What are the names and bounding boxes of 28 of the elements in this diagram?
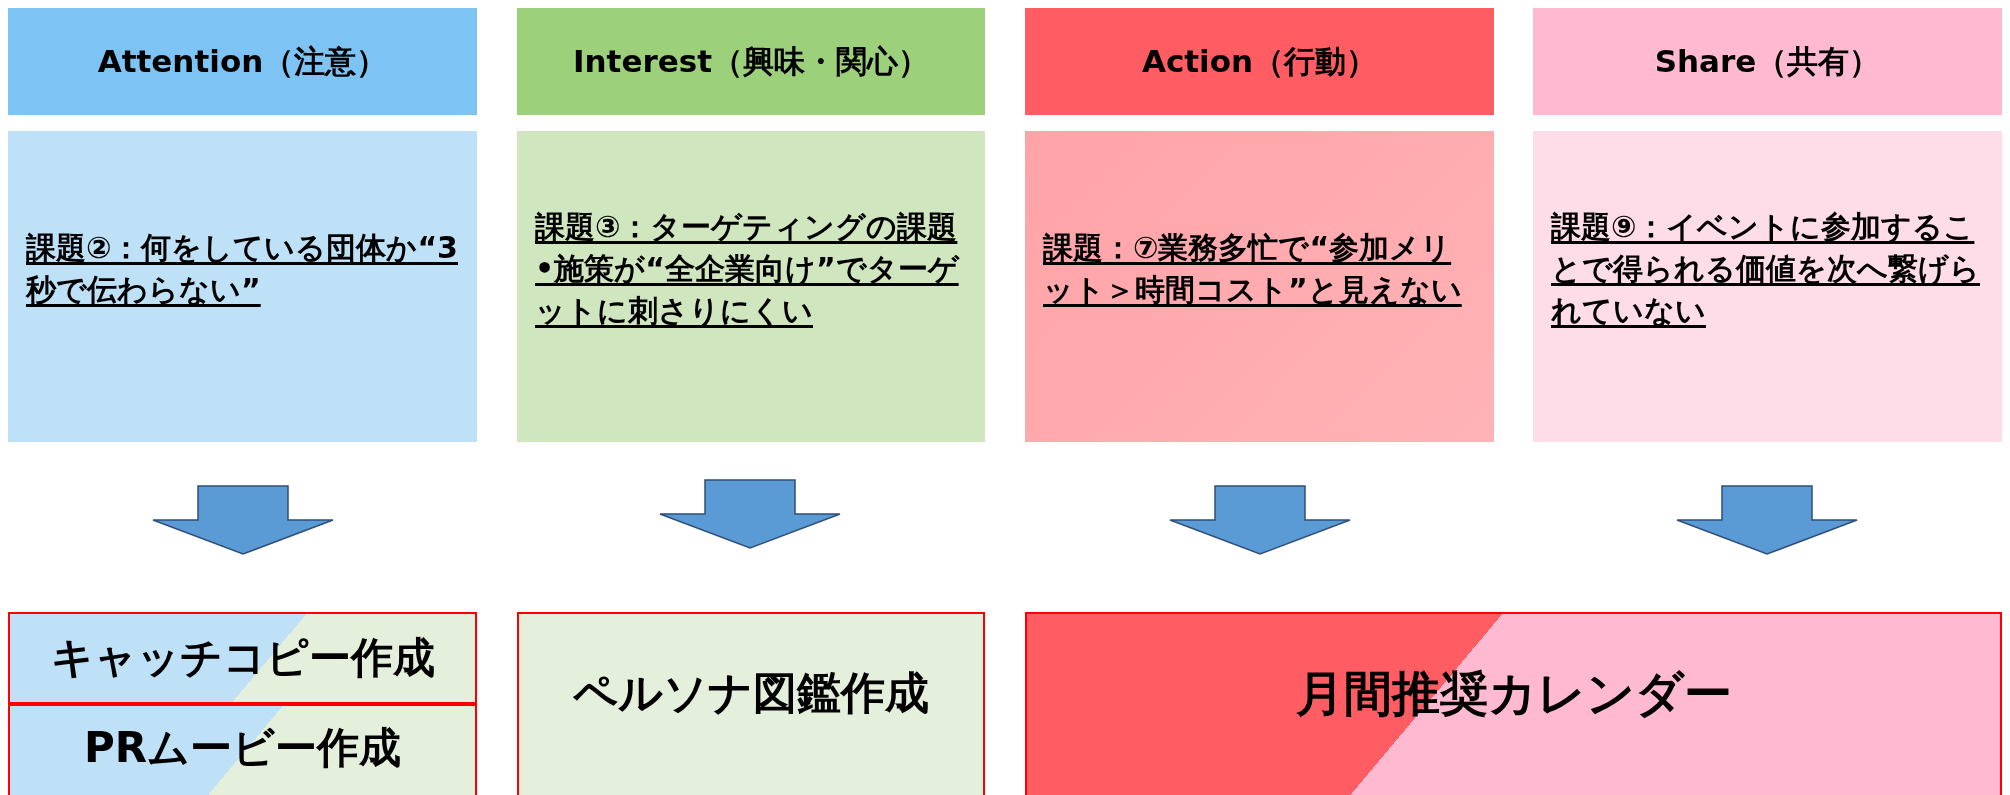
issue-text: 課題：⑦業務多忙で“参加メリット＞時間コスト”と見えない bbox=[1043, 228, 1463, 309]
stage-header bbox=[1025, 8, 1494, 115]
stage-header bbox=[8, 8, 477, 115]
block-arrow bbox=[1169, 485, 1351, 555]
issue-box bbox=[517, 131, 985, 442]
solution-box bbox=[8, 612, 477, 704]
block-arrow bbox=[1676, 485, 1858, 555]
issue-box bbox=[1533, 131, 2002, 442]
stage-title: Action（行動） bbox=[1141, 41, 1378, 81]
stage-title: Interest（興味・関心） bbox=[573, 41, 929, 81]
stage-header bbox=[1533, 8, 2002, 115]
solution-title: キャッチコピー作成 bbox=[50, 632, 435, 684]
issue-text: 課題③：ターゲティングの課題•施策が“全企業向け”でターゲットに刺さりにくい bbox=[535, 207, 961, 330]
solution-box bbox=[517, 612, 985, 795]
issue-box bbox=[1025, 131, 1494, 442]
solution-box bbox=[1025, 612, 2002, 795]
stage-title: Attention（注意） bbox=[97, 41, 388, 81]
issue-text: 課題②：何をしている団体か“3秒で伝わらない” bbox=[26, 228, 459, 309]
block-arrow bbox=[152, 485, 334, 555]
stage-title: Share（共有） bbox=[1654, 41, 1881, 81]
stage-header bbox=[517, 8, 985, 115]
solution-title: PRムービー作成 bbox=[83, 722, 402, 774]
solution-title: 月間推奨カレンダー bbox=[1295, 663, 1732, 723]
issue-text: 課題⑨：イベントに参加することで得られる価値を次へ繋げられていない bbox=[1551, 207, 1981, 330]
solution-title: ペルソナ図鑑作成 bbox=[573, 666, 929, 720]
block-arrow bbox=[659, 479, 841, 549]
issue-box bbox=[8, 131, 477, 442]
solution-box bbox=[8, 704, 477, 795]
